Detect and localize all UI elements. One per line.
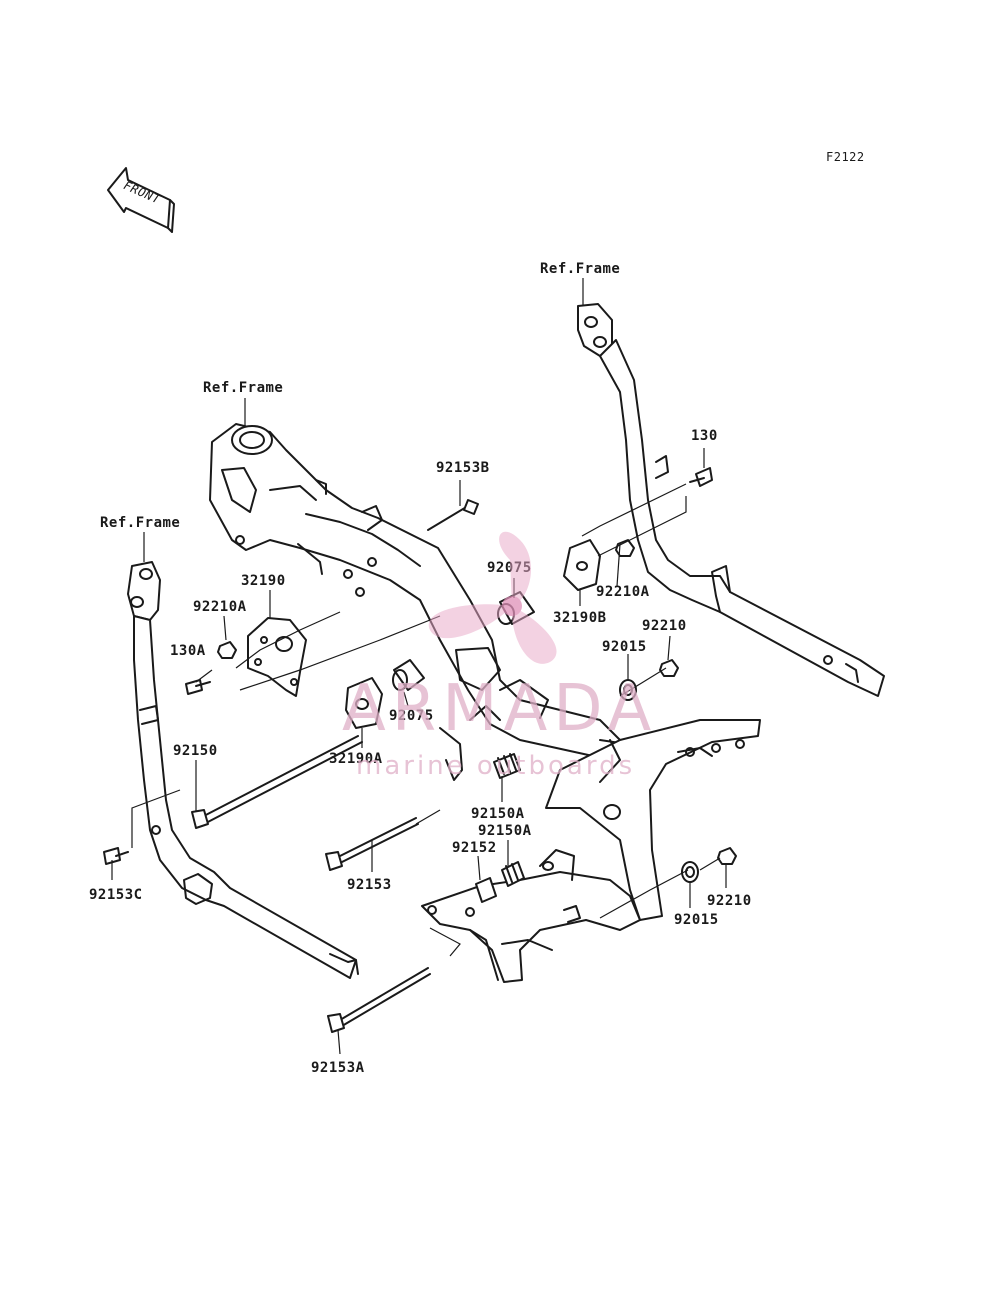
collar-92150A-upper (493, 753, 521, 779)
part-label-92075-mid: 92075 (389, 708, 434, 724)
watermark-tagline: marine outboards (356, 751, 635, 781)
damper-92075-mid (392, 659, 425, 691)
part-label-92150A-2: 92150A (478, 823, 532, 839)
bracket-32190B (563, 539, 601, 591)
lower-cradle (421, 849, 641, 983)
part-label-32190B: 32190B (553, 610, 607, 626)
right-frame-rail (577, 303, 885, 697)
propeller-logo-icon (428, 531, 557, 664)
part-label-92015-top: 92015 (602, 639, 647, 655)
part-label-32190A: 32190A (329, 751, 383, 767)
part-label-92210A-right: 92210A (596, 584, 650, 600)
bolt-92153 (325, 817, 419, 871)
part-label-92153A: 92153A (311, 1060, 365, 1076)
part-label-92150A-1: 92150A (471, 806, 525, 822)
watermark-brand: ARMADA (342, 672, 657, 746)
nut-92210-bottom (717, 847, 737, 865)
part-label-130A: 130A (170, 643, 206, 659)
nut-92210A-left (217, 641, 237, 659)
leader-lines (111, 448, 727, 1055)
part-label-92152: 92152 (452, 840, 497, 856)
part-label-32190: 32190 (241, 573, 286, 589)
nut-92210A-right (615, 539, 635, 557)
part-label-92210-bottom: 92210 (707, 893, 752, 909)
bolt-130 (689, 467, 713, 487)
figure-code: F2122 (826, 150, 865, 164)
bracket-32190 (247, 617, 307, 697)
main-frame (209, 423, 641, 781)
ref-frame-label-left: Ref.Frame (100, 515, 180, 531)
part-label-92153: 92153 (347, 877, 392, 893)
watermark: ARMADA marine outboards (342, 531, 657, 781)
part-label-92210-top: 92210 (642, 618, 687, 634)
front-arrow-icon: FRONT (107, 167, 175, 233)
collar-92150A-lower (501, 861, 525, 887)
part-label-92150: 92150 (173, 743, 218, 759)
collar-92152 (475, 877, 497, 903)
bolt-130A (185, 679, 211, 695)
part-label-92015-bottom: 92015 (674, 912, 719, 928)
bolt-92153A (327, 967, 431, 1033)
part-label-130: 130 (691, 428, 718, 444)
part-label-92153B: 92153B (436, 460, 490, 476)
bolt-92153B (427, 499, 479, 531)
bolt-92153C (103, 847, 129, 865)
rear-cradle (545, 719, 761, 921)
nut-92210-top (659, 659, 679, 677)
ref-frame-label-top-right: Ref.Frame (540, 261, 620, 277)
bolt-92150 (191, 735, 363, 829)
ref-frame-label-top-center: Ref.Frame (203, 380, 283, 396)
bracket-32190A (345, 677, 383, 729)
part-label-92153C: 92153C (89, 887, 143, 903)
left-frame-rail (127, 561, 359, 979)
part-label-92210A-left: 92210A (193, 599, 247, 615)
